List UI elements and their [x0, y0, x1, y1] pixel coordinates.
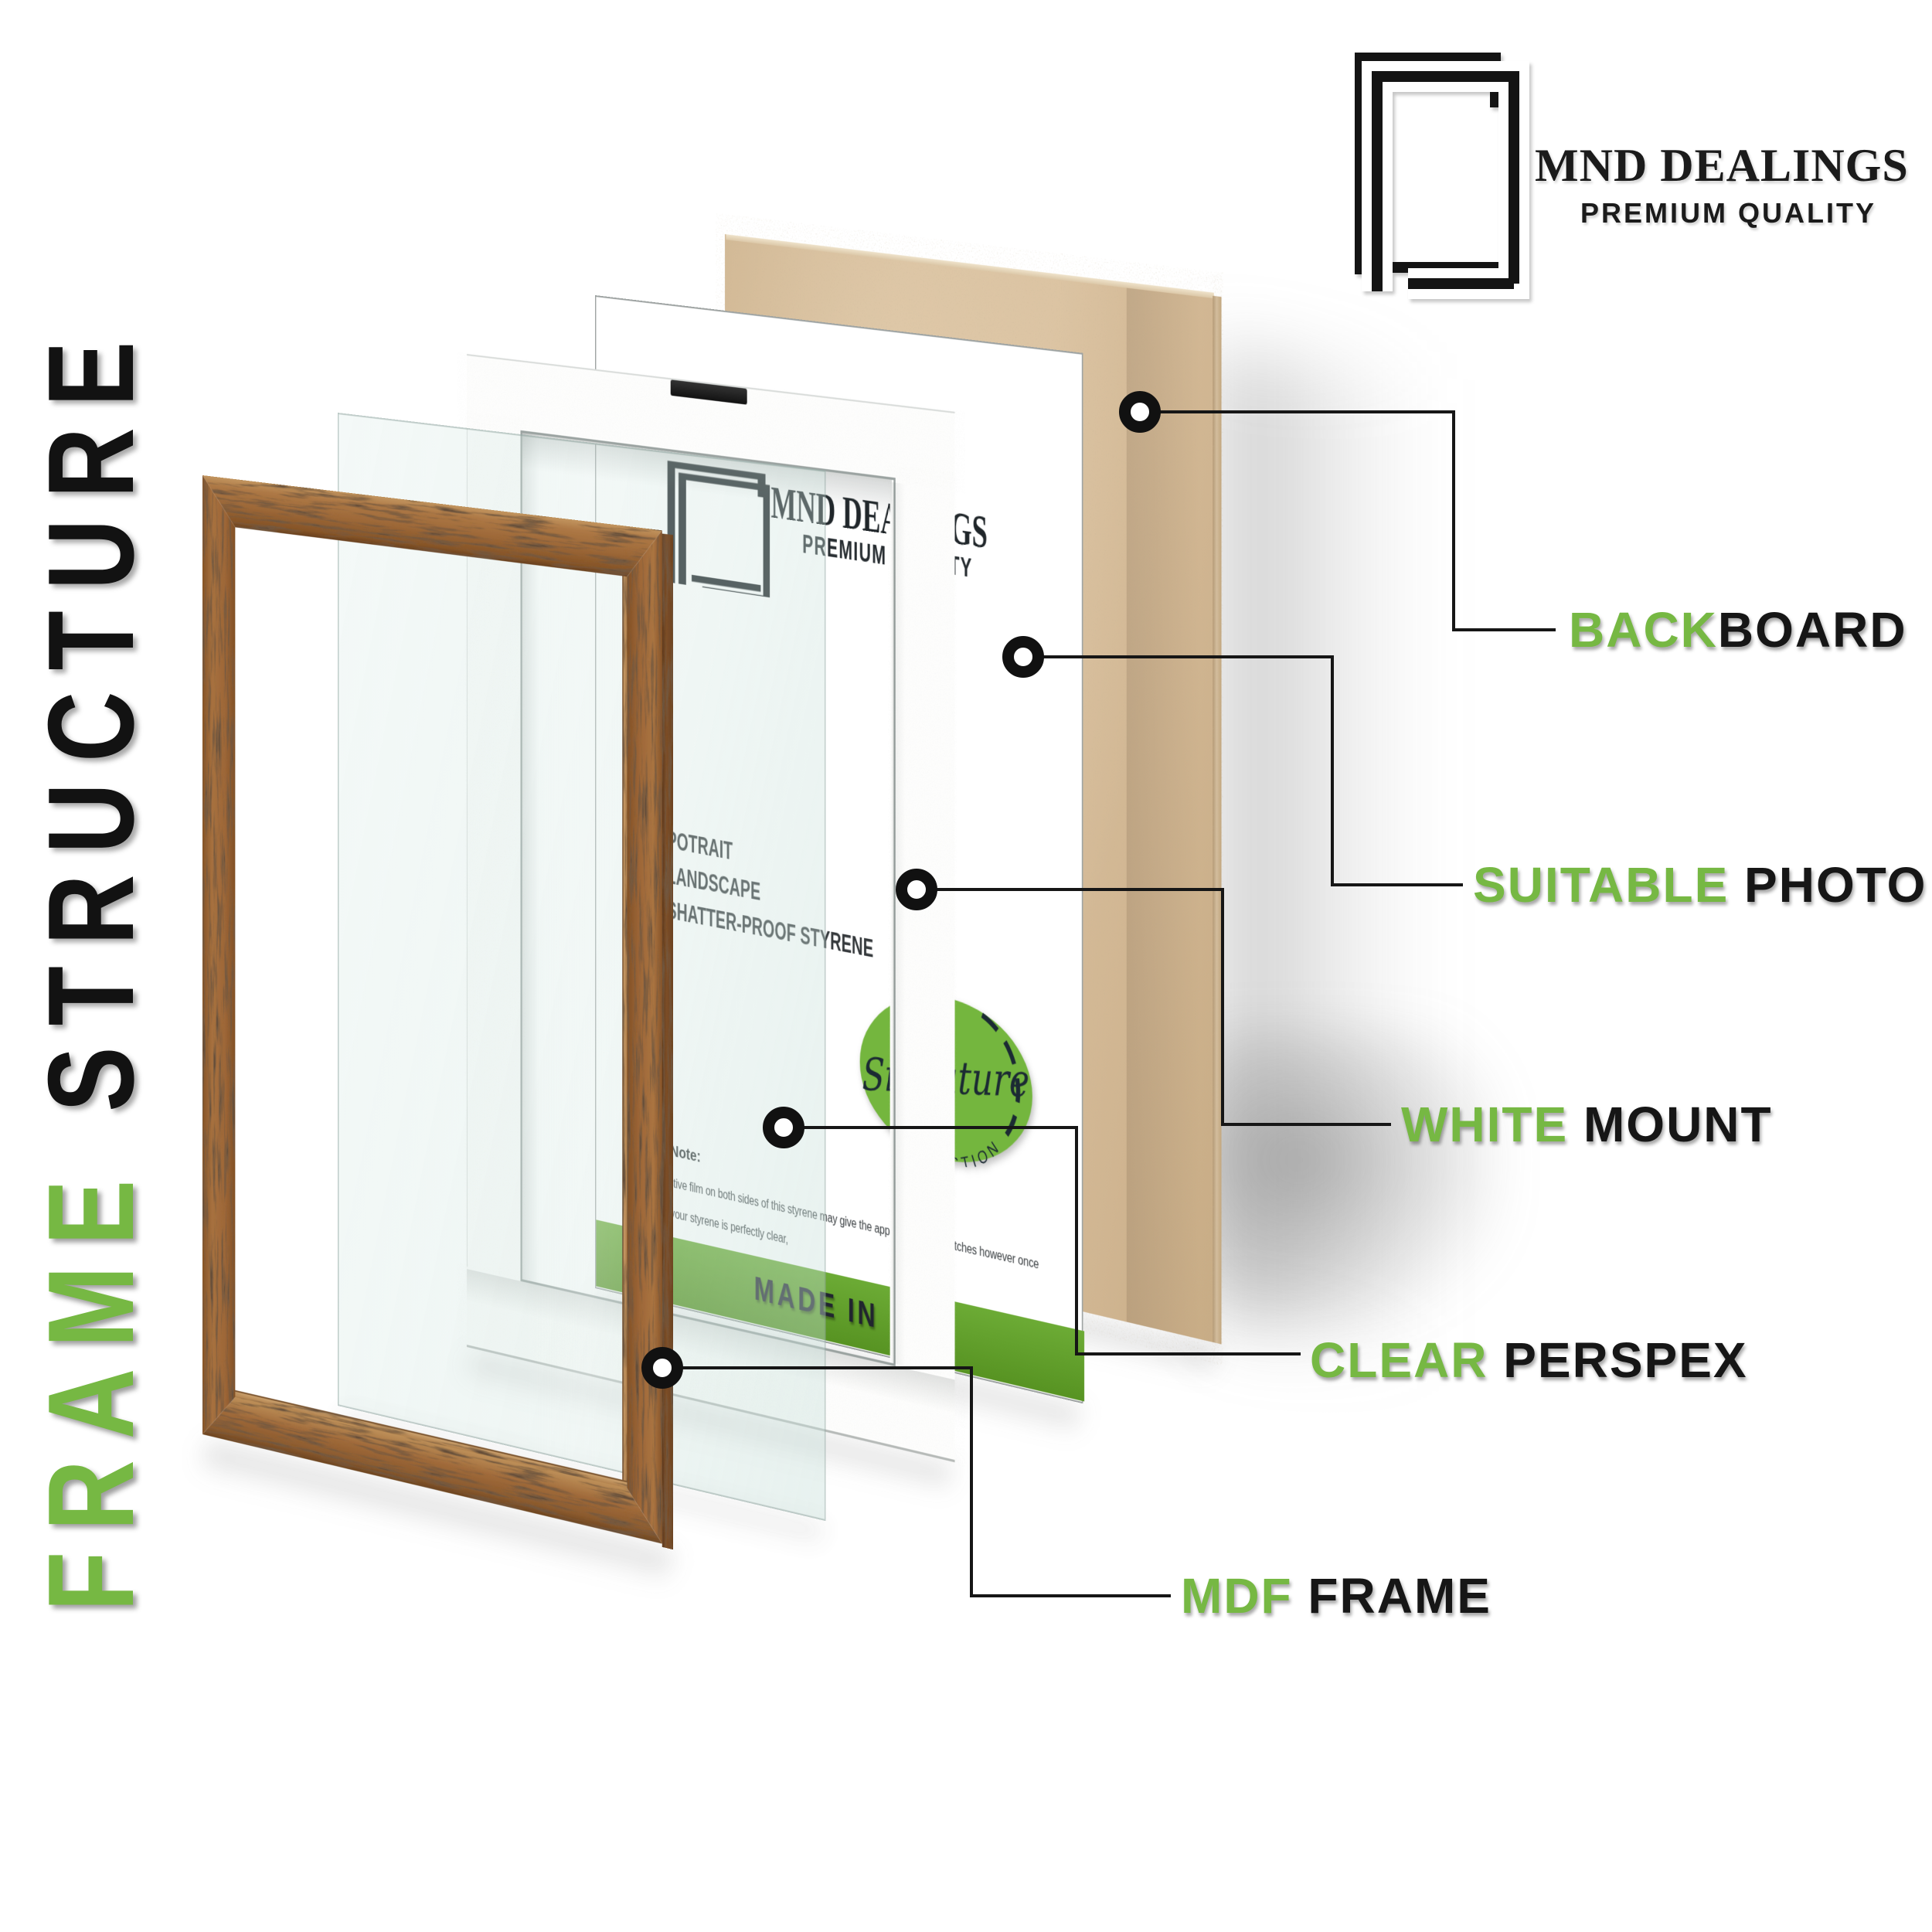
frame-side-edge — [662, 533, 673, 1550]
label-clear-perspex: CLEAR PERSPEX — [1310, 1332, 1748, 1389]
label-mdf-frame-accent: MDF — [1181, 1568, 1293, 1624]
label-white-mount-accent: WHITE — [1401, 1097, 1569, 1152]
backboard-side-edge — [1213, 295, 1222, 1345]
label-backboard-rest: BOARD — [1717, 602, 1907, 658]
brand-tagline: PREMIUM QUALITY — [1580, 197, 1876, 229]
label-white-mount-rest: MOUNT — [1568, 1097, 1773, 1152]
label-clear-perspex-accent: CLEAR — [1310, 1332, 1488, 1388]
label-backboard-accent: BACK — [1569, 602, 1718, 658]
frame-bar-right — [627, 526, 662, 1544]
backboard-cast-band — [1126, 282, 1213, 1342]
frame-bar-left — [202, 475, 235, 1442]
side-title-structure: STRUCTURE — [23, 320, 159, 1112]
label-mdf-frame-rest: FRAME — [1292, 1568, 1492, 1624]
brand-name: MND DEALINGS — [1535, 140, 1909, 191]
label-suitable-photo-accent: SUITABLE — [1473, 857, 1730, 913]
label-suitable-photo-rest: PHOTO — [1729, 857, 1927, 913]
label-white-mount: WHITE MOUNT — [1401, 1096, 1773, 1153]
label-backboard: BACKBOARD — [1569, 601, 1907, 658]
mdf-frame-layer — [202, 475, 673, 1550]
label-suitable-photo: SUITABLE PHOTO — [1473, 856, 1927, 913]
frame-inner-bevel-right — [622, 576, 628, 1488]
label-mdf-frame: MDF FRAME — [1181, 1567, 1492, 1624]
side-title: FRAME STRUCTURE — [23, 313, 159, 1611]
label-clear-perspex-rest: PERSPEX — [1488, 1332, 1748, 1388]
brand-logo-icon — [1355, 53, 1529, 299]
bottom-cast-shadow — [1190, 1028, 1499, 1321]
brand-logo-front-halo — [1362, 61, 1529, 299]
brand-logo-front-rect — [1372, 71, 1519, 291]
mount-right-bar-shade — [891, 481, 906, 1366]
side-title-frame: FRAME — [23, 1158, 159, 1611]
